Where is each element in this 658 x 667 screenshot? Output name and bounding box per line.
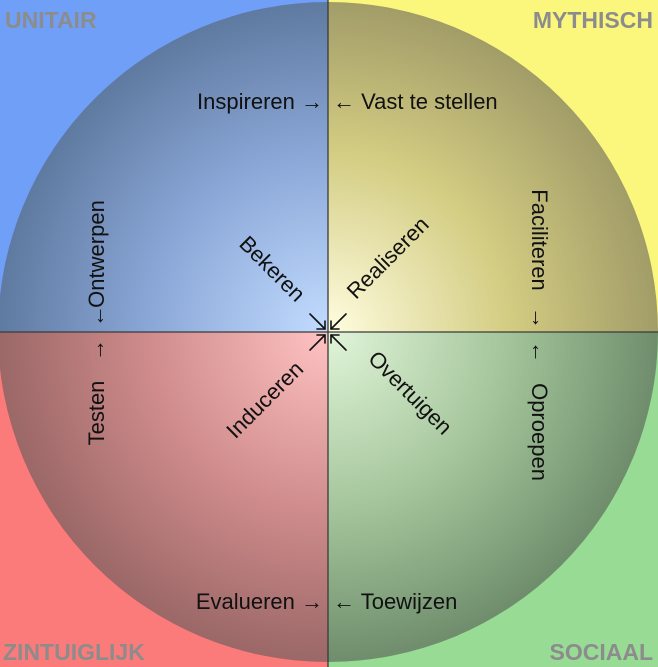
arrow-right-upper: → bbox=[527, 307, 552, 329]
label-toewijzen: ← Toewijzen bbox=[333, 589, 457, 614]
label-faciliteren: Faciliteren bbox=[527, 189, 552, 290]
circle-quarter-bottom-right bbox=[328, 332, 658, 662]
circle-quarter-top-right bbox=[328, 2, 658, 332]
label-evalueren: Evalueren → bbox=[196, 589, 323, 614]
circle-quarter-bottom-left bbox=[0, 332, 328, 662]
corner-title-sociaal: SOCIAAL bbox=[550, 639, 654, 665]
corner-title-mythisch: MYTHISCH bbox=[533, 7, 653, 33]
arrow-diag-tl bbox=[309, 313, 326, 330]
label-ontwerpen: Ontwerpen bbox=[84, 200, 109, 308]
arrow-diag-bl bbox=[309, 334, 326, 351]
label-inspireren: Inspireren → bbox=[197, 89, 323, 114]
corner-title-unitair: UNITAIR bbox=[5, 7, 97, 33]
arrow-diag-tr bbox=[330, 313, 347, 330]
arrow-right-lower: ← bbox=[527, 341, 552, 363]
label-oproepen: Oproepen bbox=[527, 383, 552, 481]
corner-title-zintuiglijk: ZINTUIGLIJK bbox=[3, 639, 145, 665]
label-vast-te-stellen: ← Vast te stellen bbox=[333, 89, 498, 114]
center-arrows bbox=[309, 313, 347, 351]
arrow-left-lower: → bbox=[84, 339, 109, 361]
label-testen: Testen bbox=[84, 381, 109, 446]
arrow-diag-br bbox=[330, 334, 347, 351]
arrow-left-upper: ← bbox=[84, 305, 109, 327]
circle-quarter-top-left bbox=[0, 2, 328, 332]
